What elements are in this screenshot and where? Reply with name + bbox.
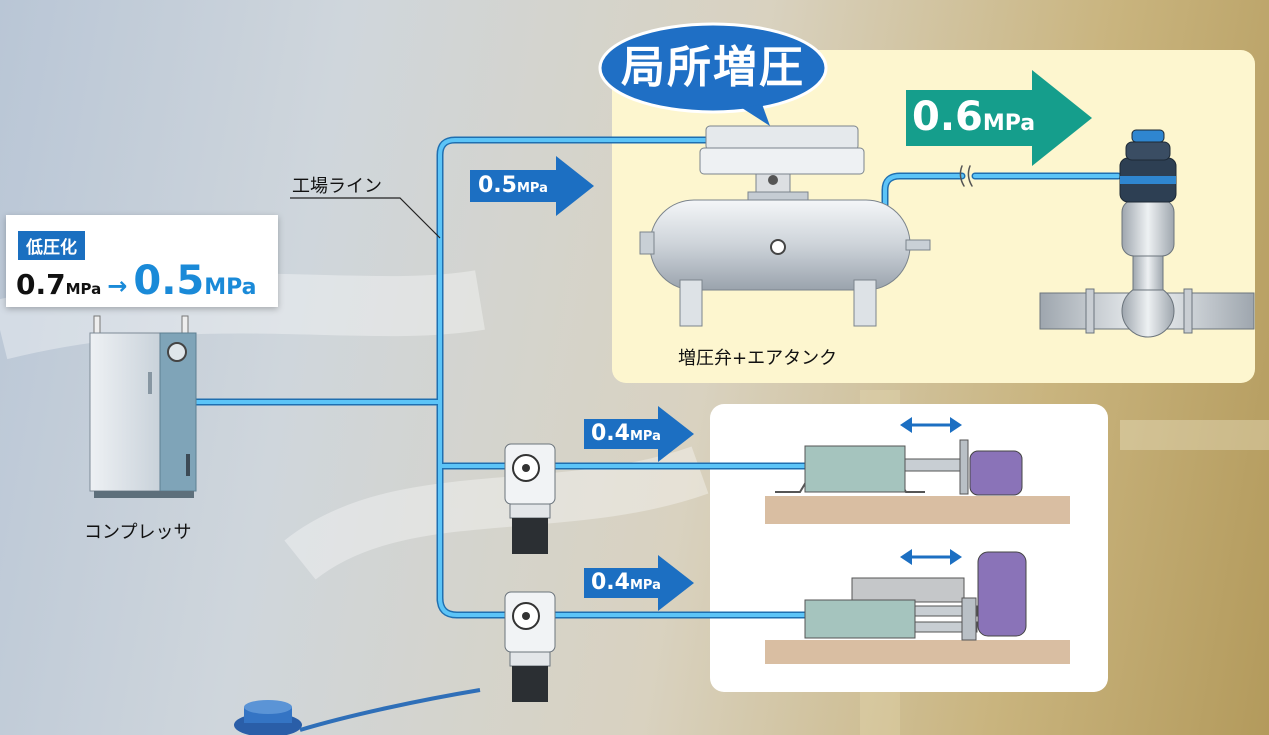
booster-label: 増圧弁+エアタンク <box>678 348 838 369</box>
factory-line-label: 工場ライン <box>292 176 382 197</box>
compressor-label: コンプレッサ <box>84 522 192 543</box>
arrow-branch2 <box>584 555 694 611</box>
arrow-boost-label: 0.6MPa <box>912 94 1035 140</box>
low-pressure-tag: 低圧化 <box>18 231 85 260</box>
arrow-branch1-value: 0.4 <box>591 421 630 446</box>
booster-and-tank <box>639 125 931 327</box>
cylinder-lower <box>765 549 1070 664</box>
factory-line-leader <box>290 197 441 239</box>
arrow-boost-value: 0.6 <box>912 94 983 140</box>
to-value: 0.5 <box>133 258 205 304</box>
arrow-branch2-unit: MPa <box>629 578 661 593</box>
change-arrow: → <box>107 272 128 300</box>
callout-bubble <box>598 22 828 126</box>
callout-text: 局所増圧 <box>621 42 805 93</box>
low-pressure-values: 0.7MPa→0.5MPa <box>16 258 257 304</box>
low-pressure-box <box>6 215 278 307</box>
from-unit: MPa <box>65 280 102 298</box>
arrow-main <box>470 156 594 216</box>
arrow-branch2-label: 0.4MPa <box>591 570 661 595</box>
arrow-main-value: 0.5 <box>478 173 517 198</box>
compressor <box>89 315 197 498</box>
from-value: 0.7 <box>16 268 66 301</box>
arrow-branch2-value: 0.4 <box>591 570 630 595</box>
cylinder-upper <box>765 417 1070 524</box>
arrow-main-label: 0.5MPa <box>478 173 548 198</box>
process-valve <box>1039 129 1255 338</box>
bottom-fitting <box>234 688 481 735</box>
arrow-branch1-label: 0.4MPa <box>591 421 661 446</box>
regulator-lower <box>504 591 556 702</box>
arrow-boost <box>906 70 1092 166</box>
arrow-boost-unit: MPa <box>982 111 1036 136</box>
regulator-upper <box>504 443 556 554</box>
arrow-branch1-unit: MPa <box>629 429 661 444</box>
arrow-branch1 <box>584 406 694 462</box>
to-unit: MPa <box>204 275 257 300</box>
arrow-main-unit: MPa <box>516 181 548 196</box>
